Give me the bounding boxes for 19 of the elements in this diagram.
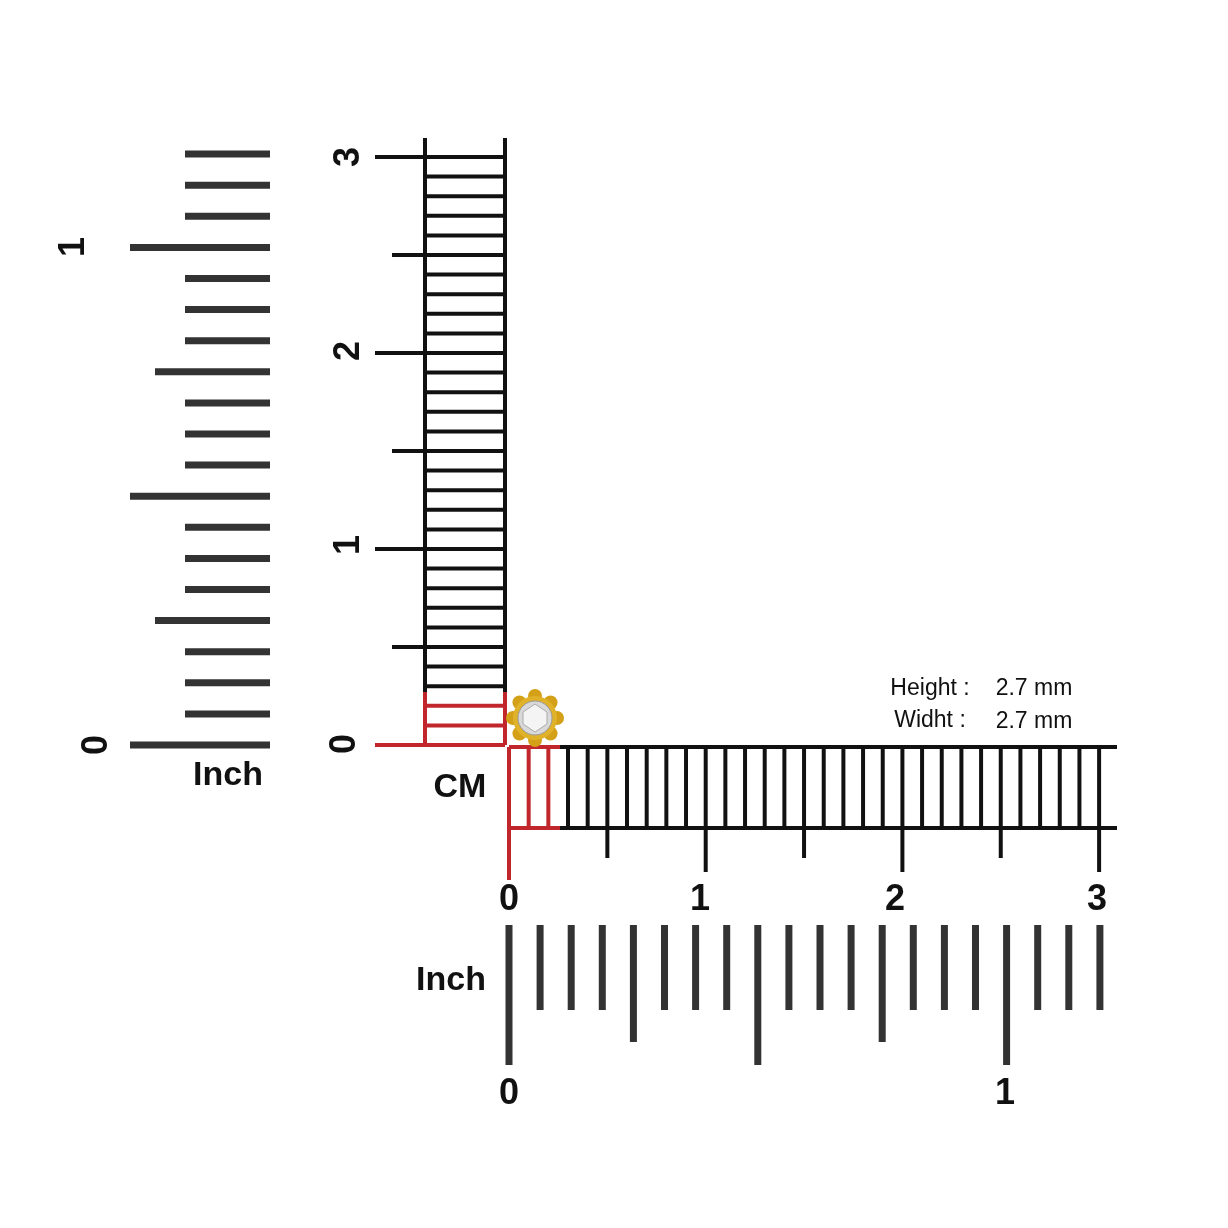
unit-label: Inch [416, 961, 486, 995]
unit-label: Inch [193, 756, 263, 790]
unit-label: CM [433, 768, 487, 802]
dimension-label: Height : [890, 675, 970, 699]
scale-number: 2 [885, 880, 905, 916]
scale-number: 2 [329, 341, 365, 361]
scale-number: 3 [329, 147, 365, 167]
scale-number: 1 [690, 880, 710, 916]
scale-number: 0 [499, 1074, 519, 1110]
scale-number: 1 [329, 535, 365, 555]
dimension-value: 2.7 mm [995, 708, 1073, 732]
dimension-value: 2.7 mm [995, 675, 1073, 699]
scale-number: 1 [995, 1074, 1015, 1110]
scale-number: 0 [499, 880, 519, 916]
scale-number: 3 [1087, 880, 1107, 916]
scale-number: 1 [54, 237, 90, 257]
scale-number: 0 [325, 734, 361, 754]
dimension-label: Widht : [894, 707, 966, 731]
scale-number: 0 [77, 735, 113, 755]
